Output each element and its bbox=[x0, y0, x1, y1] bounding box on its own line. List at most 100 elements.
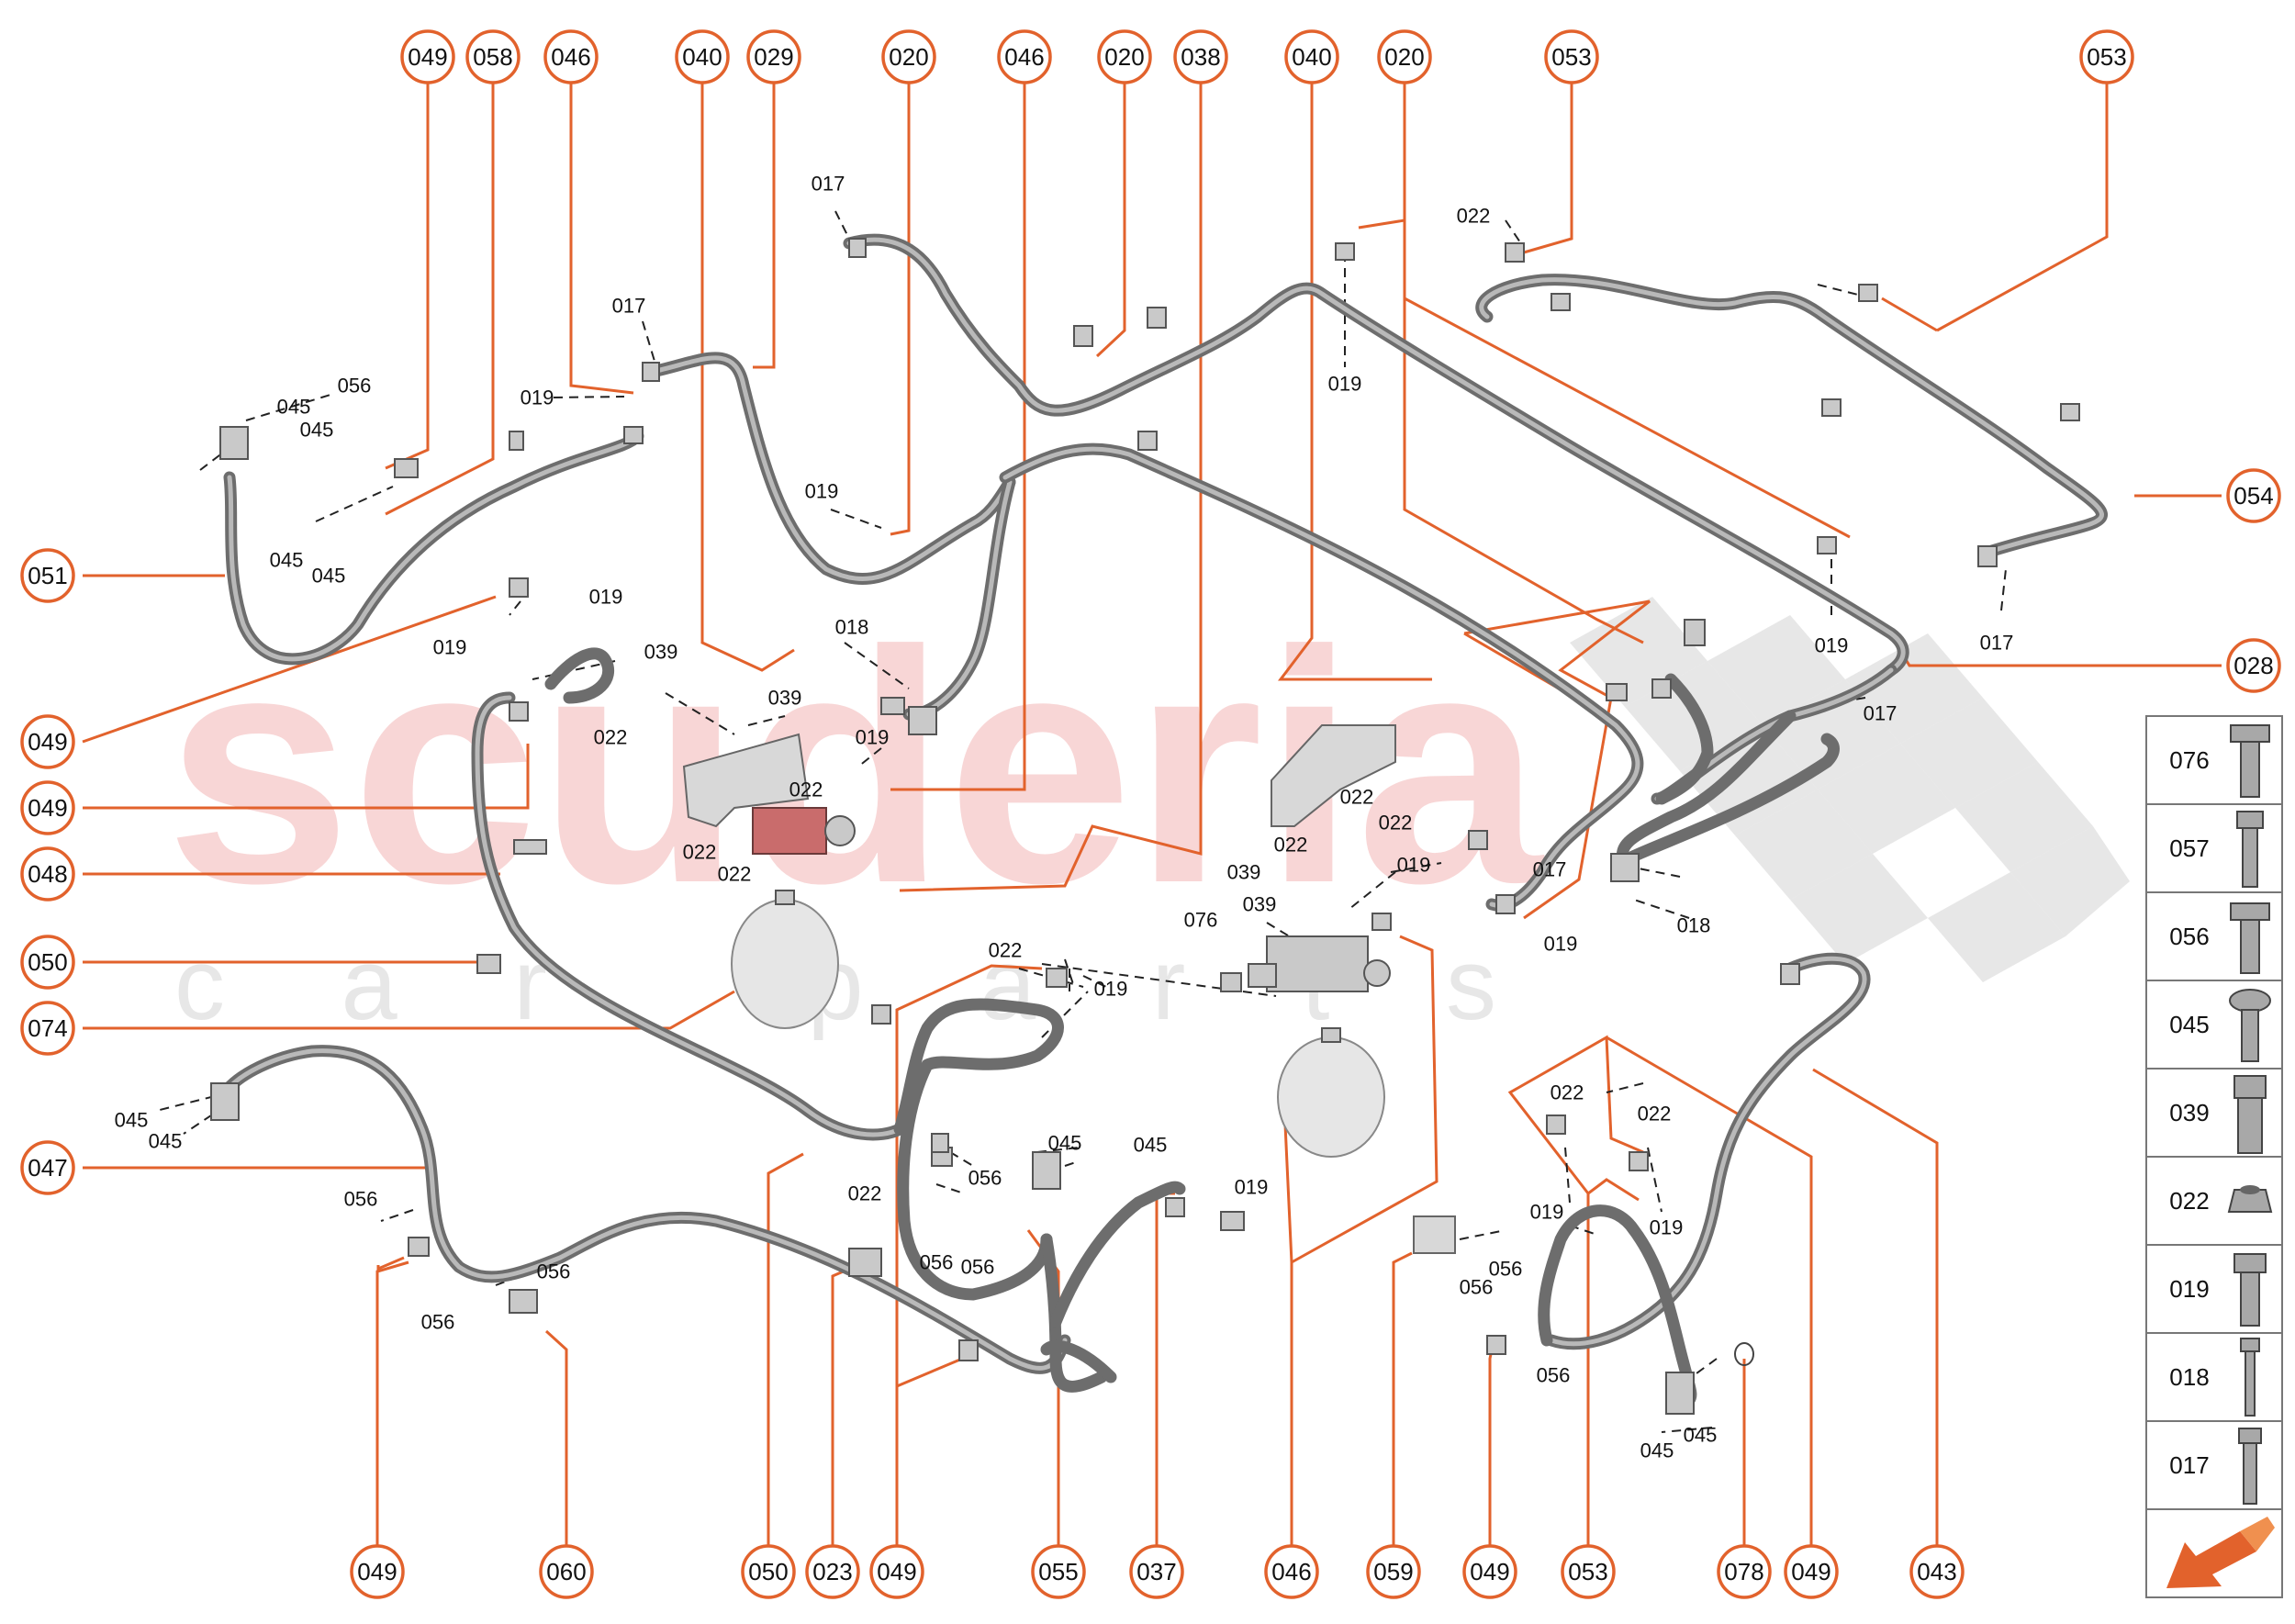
callout-037-bottom[interactable]: 037 bbox=[1129, 1544, 1184, 1599]
callout-049-left-b[interactable]: 049 bbox=[20, 780, 75, 835]
label-045: 045 bbox=[1640, 1439, 1674, 1462]
callout-046-top-b[interactable]: 046 bbox=[997, 29, 1052, 84]
svg-text:048: 048 bbox=[28, 860, 67, 888]
callout-040-top[interactable]: 040 bbox=[675, 29, 730, 84]
svg-text:049: 049 bbox=[28, 794, 67, 822]
label-022: 022 bbox=[1274, 834, 1308, 857]
label-019: 019 bbox=[521, 386, 554, 409]
label-018: 018 bbox=[835, 616, 869, 639]
label-019: 019 bbox=[1650, 1216, 1684, 1239]
bottom-callouts: 049 060 050 023 049 055 037 046 059 049 … bbox=[350, 1544, 1965, 1599]
svg-text:055: 055 bbox=[1038, 1558, 1078, 1585]
legend-row bbox=[2145, 1332, 2283, 1422]
label-056: 056 bbox=[537, 1260, 571, 1283]
callout-053-top[interactable]: 053 bbox=[1544, 29, 1599, 84]
callout-054-right[interactable]: 054 bbox=[2226, 468, 2281, 523]
svg-text:050: 050 bbox=[28, 948, 67, 976]
svg-text:020: 020 bbox=[889, 43, 928, 71]
label-022: 022 bbox=[594, 726, 628, 749]
svg-text:050: 050 bbox=[748, 1558, 788, 1585]
svg-text:046: 046 bbox=[551, 43, 590, 71]
svg-text:049: 049 bbox=[28, 728, 67, 756]
callout-028-right[interactable]: 028 bbox=[2226, 638, 2281, 693]
callout-055-bottom[interactable]: 055 bbox=[1031, 1544, 1086, 1599]
svg-text:049: 049 bbox=[877, 1558, 916, 1585]
callout-051-left[interactable]: 051 bbox=[20, 548, 75, 603]
label-022: 022 bbox=[1551, 1081, 1584, 1104]
callout-049-bottom-b[interactable]: 049 bbox=[869, 1544, 924, 1599]
callout-049-bottom-c[interactable]: 049 bbox=[1462, 1544, 1517, 1599]
label-019: 019 bbox=[856, 726, 890, 749]
checkered-flag-icon bbox=[1570, 597, 2130, 982]
callout-049-left[interactable]: 049 bbox=[20, 714, 75, 769]
callout-020-top[interactable]: 020 bbox=[881, 29, 936, 84]
svg-text:049: 049 bbox=[408, 43, 447, 71]
callout-078-bottom[interactable]: 078 bbox=[1717, 1544, 1772, 1599]
dashed-leaders bbox=[155, 210, 2007, 1433]
callout-023-bottom[interactable]: 023 bbox=[805, 1544, 860, 1599]
legend-code: 045 bbox=[2169, 1011, 2209, 1038]
label-022: 022 bbox=[683, 841, 717, 864]
label-054: 076 bbox=[1184, 909, 1218, 932]
label-022: 022 bbox=[1340, 786, 1374, 809]
label-019: 019 bbox=[1815, 634, 1849, 657]
svg-text:028: 028 bbox=[2233, 652, 2273, 679]
left-callouts: 051 049 049 048 050 074 047 bbox=[20, 548, 75, 1195]
callout-029-top[interactable]: 029 bbox=[746, 29, 801, 84]
callout-060-bottom[interactable]: 060 bbox=[539, 1544, 594, 1599]
callout-053-top-b[interactable]: 053 bbox=[2079, 29, 2134, 84]
svg-text:049: 049 bbox=[357, 1558, 397, 1585]
callout-038-top[interactable]: 038 bbox=[1173, 29, 1228, 84]
legend-code: 019 bbox=[2169, 1275, 2209, 1303]
label-056: 056 bbox=[1489, 1258, 1523, 1281]
callout-020-top-c[interactable]: 020 bbox=[1377, 29, 1432, 84]
svg-text:040: 040 bbox=[682, 43, 722, 71]
orange-arrow-icon[interactable] bbox=[2166, 1517, 2275, 1588]
callout-049-bottom[interactable]: 049 bbox=[350, 1544, 405, 1599]
callout-050-bottom[interactable]: 050 bbox=[741, 1544, 796, 1599]
label-019: 019 bbox=[805, 480, 839, 503]
svg-text:046: 046 bbox=[1004, 43, 1044, 71]
label-017: 017 bbox=[1980, 632, 2014, 655]
svg-text:060: 060 bbox=[546, 1558, 586, 1585]
callout-040-top-b[interactable]: 040 bbox=[1284, 29, 1339, 84]
legend-code: 056 bbox=[2169, 923, 2209, 950]
callout-046-top[interactable]: 046 bbox=[543, 29, 599, 84]
callout-053-bottom[interactable]: 053 bbox=[1561, 1544, 1616, 1599]
callout-048-left[interactable]: 048 bbox=[20, 846, 75, 902]
callout-047-left[interactable]: 047 bbox=[20, 1140, 75, 1195]
label-045: 045 bbox=[1048, 1132, 1082, 1155]
callout-074-left[interactable]: 074 bbox=[20, 1001, 75, 1056]
label-056: 056 bbox=[421, 1311, 455, 1334]
svg-text:058: 058 bbox=[473, 43, 512, 71]
label-022: 022 bbox=[1379, 812, 1413, 834]
callout-049-top[interactable]: 049 bbox=[400, 29, 455, 84]
svg-text:049: 049 bbox=[1791, 1558, 1830, 1585]
label-018: 018 bbox=[1677, 914, 1711, 937]
label-045: 045 bbox=[277, 396, 311, 419]
long-bolt-icon bbox=[2240, 1338, 2260, 1417]
svg-text:053: 053 bbox=[1551, 43, 1591, 71]
legend-code: 076 bbox=[2169, 746, 2209, 774]
label-057: 056 bbox=[344, 1188, 378, 1211]
callout-059-bottom[interactable]: 059 bbox=[1366, 1544, 1421, 1599]
label-017: 017 bbox=[612, 295, 646, 318]
svg-text:049: 049 bbox=[1470, 1558, 1509, 1585]
flange-bolt-short-icon bbox=[2230, 902, 2270, 974]
callout-049-bottom-d[interactable]: 049 bbox=[1784, 1544, 1839, 1599]
svg-text:059: 059 bbox=[1373, 1558, 1413, 1585]
small-labels: 017 017 017 017 017 019 019 019 019 019 … bbox=[115, 173, 2014, 1462]
svg-text:037: 037 bbox=[1136, 1558, 1176, 1585]
callout-020-top-b[interactable]: 020 bbox=[1097, 29, 1152, 84]
svg-text:040: 040 bbox=[1292, 43, 1331, 71]
callout-058-top[interactable]: 058 bbox=[465, 29, 521, 84]
callout-050-left[interactable]: 050 bbox=[20, 935, 75, 990]
callout-046-bottom[interactable]: 046 bbox=[1264, 1544, 1319, 1599]
label-019: 019 bbox=[1530, 1201, 1564, 1224]
svg-text:078: 078 bbox=[1724, 1558, 1763, 1585]
accumulator-sphere-right-icon bbox=[1277, 1027, 1385, 1158]
label-057: 056 bbox=[1537, 1364, 1571, 1387]
callout-043-bottom[interactable]: 043 bbox=[1909, 1544, 1965, 1599]
label-039: 039 bbox=[644, 641, 678, 664]
svg-text:023: 023 bbox=[812, 1558, 852, 1585]
